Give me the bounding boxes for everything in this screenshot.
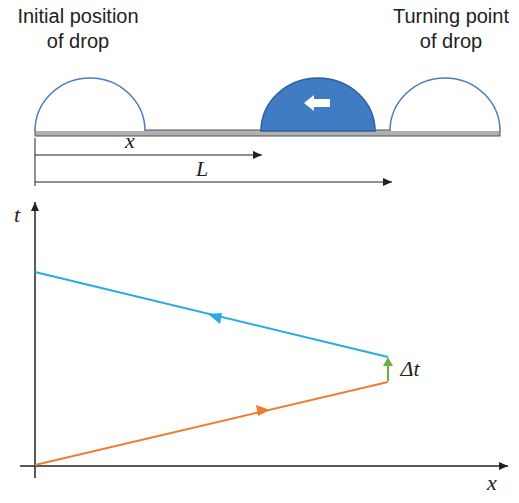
dimension-L [35, 182, 392, 183]
return-arrowhead [208, 313, 222, 324]
outbound-line [35, 382, 388, 465]
drop-caption: Turning point of drop [387, 4, 515, 54]
dimension-label: L [187, 156, 217, 181]
drop-caption: Initial position of drop [11, 4, 146, 54]
moving-drop [261, 78, 375, 131]
dimension-tick [35, 138, 36, 186]
return-line [35, 272, 388, 357]
delay-arrowhead [383, 357, 393, 366]
turning-drop [390, 78, 500, 131]
delay-label: Δt [390, 356, 430, 381]
motion-arrow [304, 95, 330, 111]
outbound-arrowhead [256, 405, 270, 416]
x-axis [20, 465, 508, 467]
initial-drop [35, 78, 145, 131]
axis-label: t [5, 202, 29, 227]
t-axis [34, 202, 36, 478]
dimension-label: x [115, 128, 145, 153]
axis-label: x [477, 470, 507, 495]
dimension-x [35, 155, 262, 156]
